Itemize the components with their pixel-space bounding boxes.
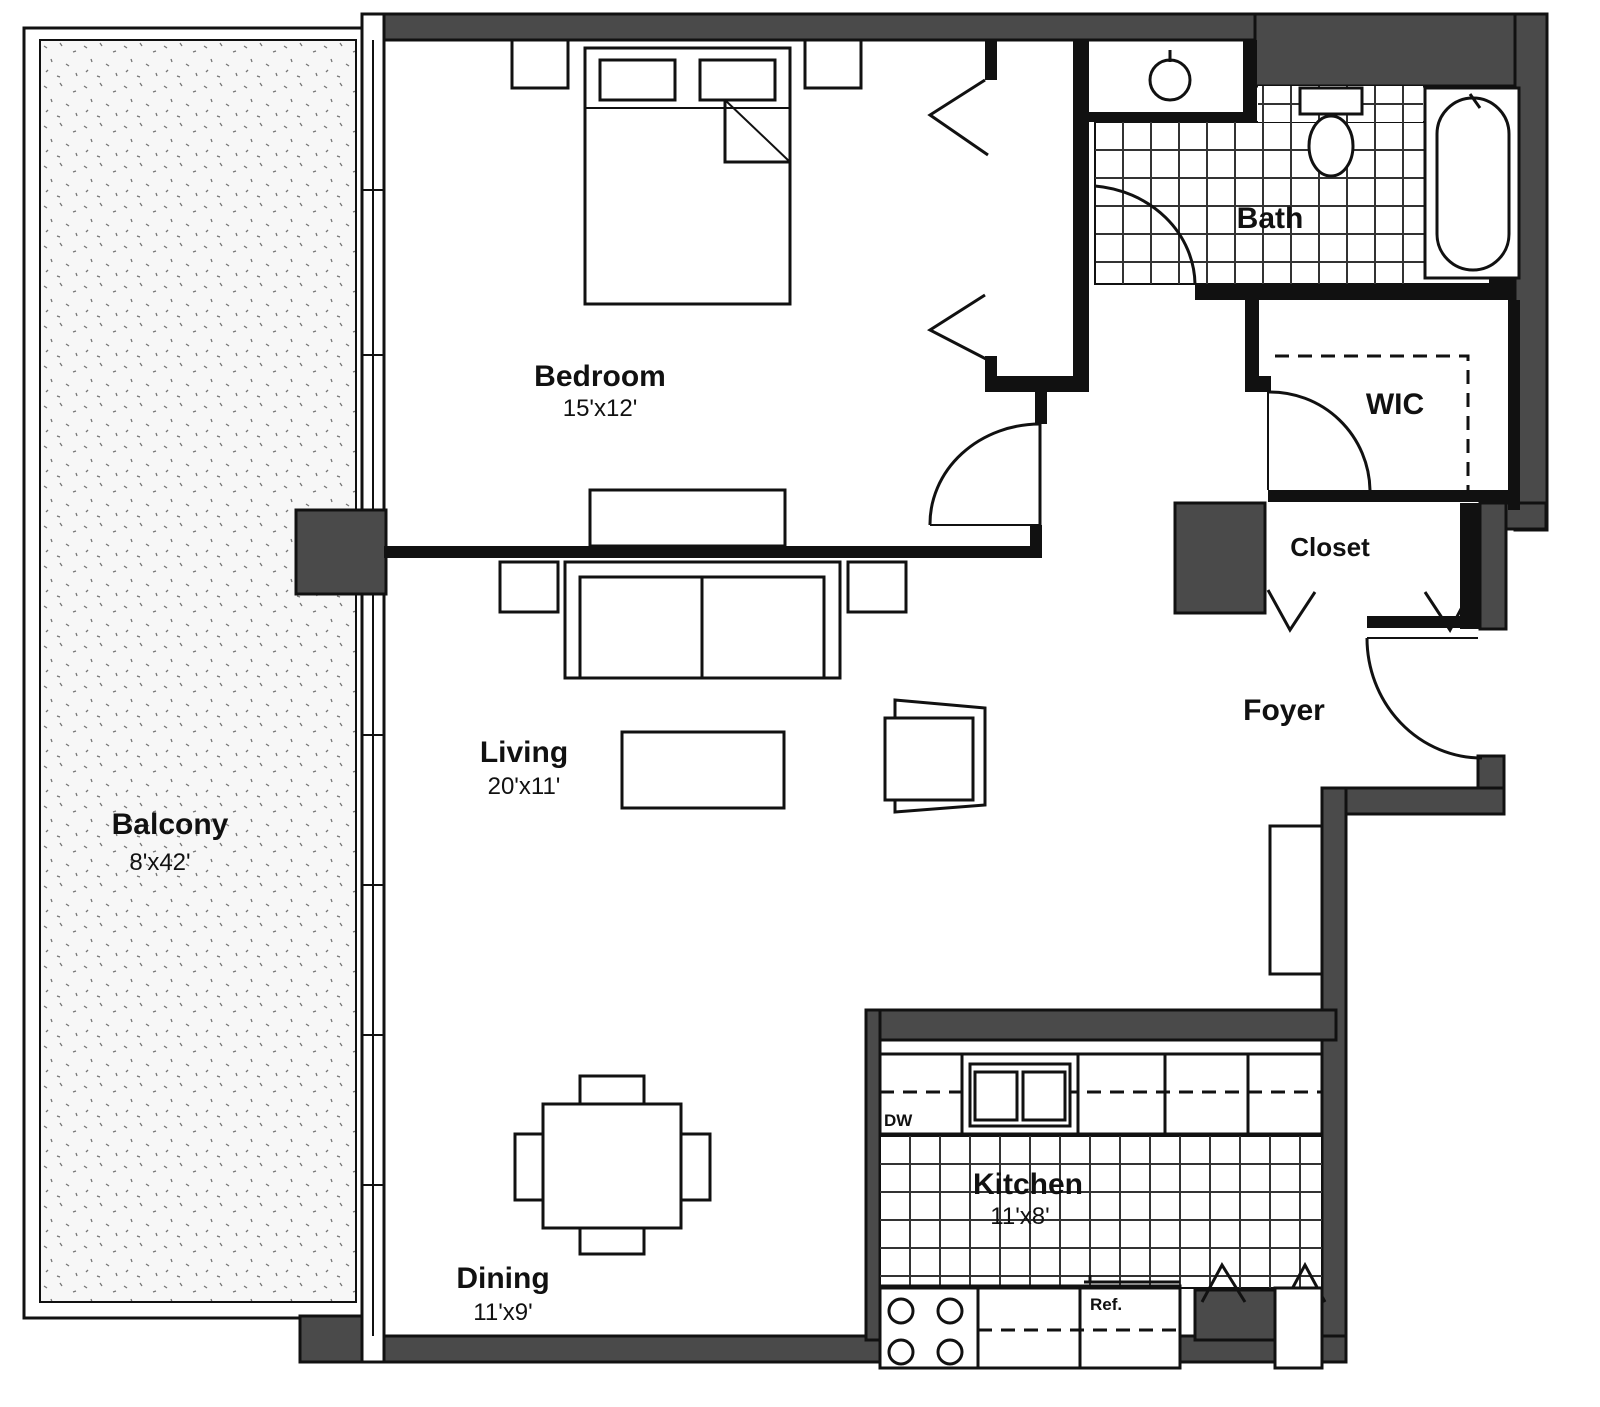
bifold-door-bedroom-closet[interactable]: [926, 78, 989, 362]
closet-label: Closet: [1290, 532, 1370, 562]
upper-counter: [878, 1052, 1324, 1136]
foyer-label: Foyer: [1243, 694, 1325, 727]
dresser: [588, 488, 787, 548]
dining-label: Dining: [456, 1262, 549, 1295]
nightstand-left: [510, 38, 570, 90]
stove-icon: [887, 1297, 964, 1366]
end-table-left: [498, 560, 560, 614]
living-dimensions: 20'x11': [488, 773, 561, 800]
bedroom-door[interactable]: [928, 422, 1042, 526]
walk-in-closet: [1275, 354, 1470, 490]
entry-door[interactable]: [1365, 637, 1483, 760]
kitchen-dimensions: 11'x8': [990, 1203, 1049, 1230]
dining-dimensions: 11'x9': [473, 1299, 532, 1326]
balcony: [22, 26, 368, 1320]
nightstand-right: [803, 38, 863, 90]
foyer-console: [1268, 824, 1324, 976]
pantry: [1273, 1286, 1324, 1370]
bathtub-icon: [1423, 86, 1521, 280]
sink-icon: [1148, 50, 1192, 102]
bed: [583, 46, 792, 306]
bedroom-label: Bedroom: [534, 360, 666, 393]
wic-label: WIC: [1366, 388, 1424, 421]
end-table-right: [846, 560, 908, 614]
kitchen-tile-floor: [879, 1135, 1323, 1289]
balcony-dimensions: 8'x42': [129, 849, 190, 876]
armchair: [883, 698, 987, 814]
wic-door[interactable]: [1267, 390, 1372, 491]
bath-label: Bath: [1237, 202, 1304, 235]
lower-counter: [878, 1275, 1182, 1370]
toilet-icon: [1298, 86, 1364, 178]
refrigerator-label: Ref.: [1090, 1295, 1122, 1314]
bedroom-dimensions: 15'x12': [563, 395, 638, 422]
balcony-label: Balcony: [112, 808, 229, 841]
living-label: Living: [480, 736, 568, 769]
kitchen-sink-icon: [968, 1062, 1072, 1128]
bath-door[interactable]: [1094, 184, 1197, 285]
kitchen-label: Kitchen: [973, 1168, 1083, 1201]
coffee-table: [620, 730, 786, 810]
dining-table: [513, 1074, 712, 1256]
dishwasher-label: DW: [884, 1111, 913, 1130]
sofa: [563, 560, 842, 680]
bifold-door-closet[interactable]: [1266, 589, 1472, 633]
